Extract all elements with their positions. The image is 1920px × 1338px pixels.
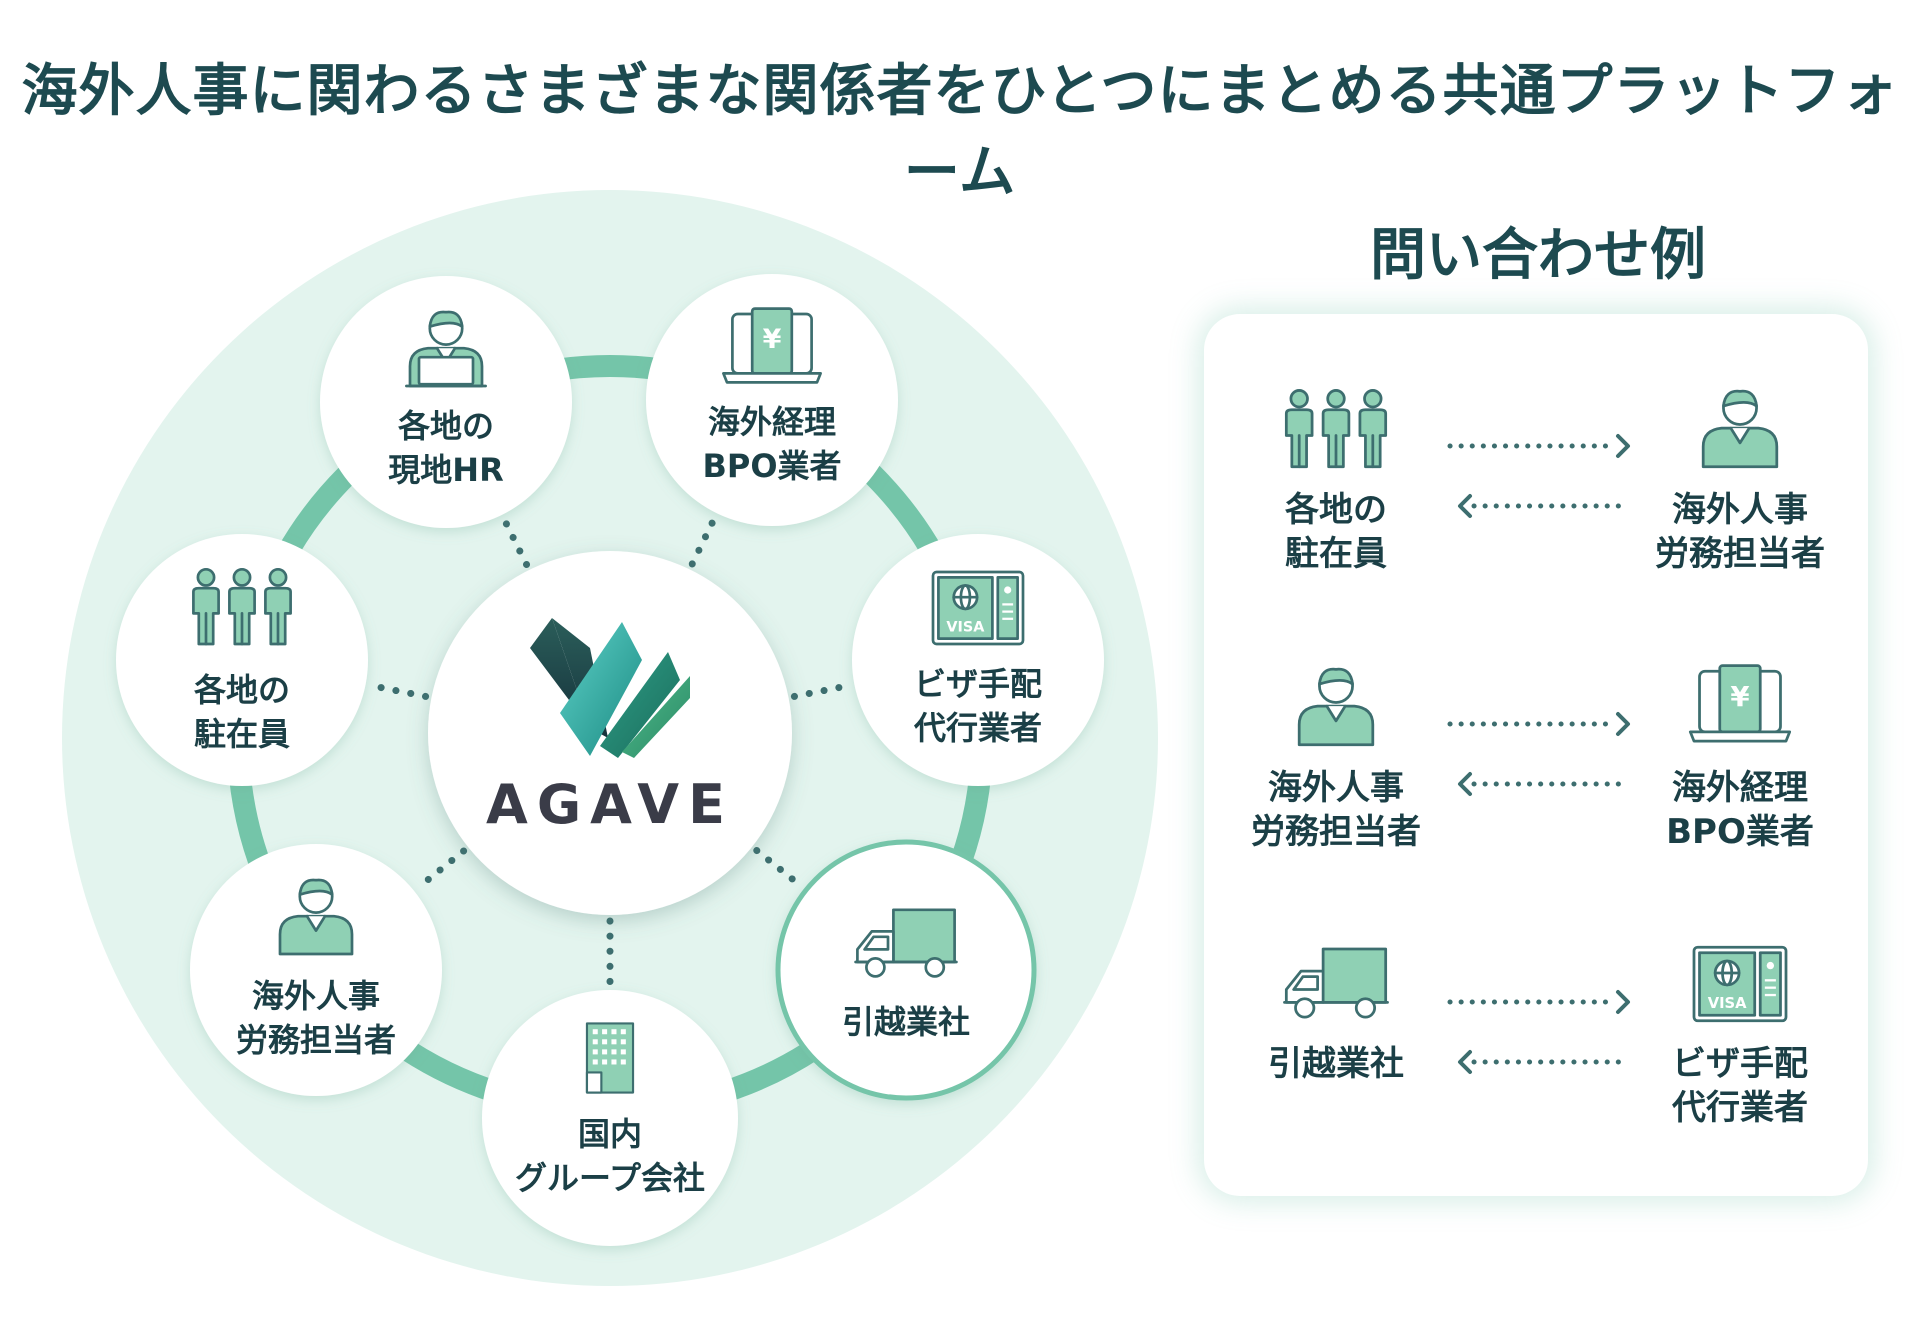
agave-leaf-logo — [530, 618, 690, 758]
visa-glyph: VISA — [946, 619, 985, 635]
node-label-expats: 各地の駐在員 — [193, 671, 291, 753]
inquiry-row1-right-label: 海外人事労務担当者 — [1655, 490, 1825, 574]
laptop-yen-icon: ¥ — [1688, 664, 1792, 743]
people-group-icon — [1284, 389, 1388, 469]
node-circle-domestic-group — [482, 990, 738, 1246]
node-circle-moving — [775, 839, 1037, 1101]
main-title: 海外人事に関わるさまざまな関係者をひとつにまとめる共通プラットフォーム — [21, 59, 1899, 205]
inquiry-row1-left-label: 各地の駐在員 — [1285, 490, 1387, 574]
node-circle-expats — [116, 534, 368, 786]
person-laptop-icon — [405, 310, 487, 388]
spoke-expats — [366, 681, 430, 700]
spoke-hr-labor — [413, 847, 468, 892]
node-label-local-hr: 各地の現地HR — [388, 407, 504, 489]
arrow-left-head-1 — [1458, 494, 1472, 518]
spoke-moving — [753, 847, 807, 891]
agave-center — [428, 551, 792, 915]
satellite-nodes: ¥ VISA — [116, 274, 1104, 1246]
spoke-local-hr — [500, 514, 531, 569]
visa-passport-icon: VISA — [931, 570, 1025, 646]
spoke-visa — [790, 681, 854, 700]
arrow-right-head-3 — [1616, 990, 1630, 1014]
dotted-spokes — [366, 513, 854, 990]
arrow-right-head-2 — [1616, 712, 1630, 736]
yen-glyph: ¥ — [1730, 680, 1749, 713]
arrow-left-head-3 — [1458, 1050, 1472, 1074]
inquiry-arrows — [1447, 434, 1630, 1074]
person-icon — [1701, 389, 1779, 469]
yen-glyph: ¥ — [763, 324, 782, 355]
arrow-right-head-1 — [1616, 434, 1630, 458]
truck-icon — [1283, 947, 1389, 1019]
spoke-bpo — [688, 513, 719, 568]
people-group-icon — [192, 567, 292, 646]
agave-logo-text: AGAVE — [486, 773, 734, 836]
node-label-moving: 引越業社 — [841, 1003, 971, 1041]
node-circle-bpo — [646, 274, 898, 526]
truck-icon — [854, 908, 958, 978]
laptop-yen-icon: ¥ — [722, 307, 822, 384]
node-circle-visa — [852, 534, 1104, 786]
arrow-left-head-2 — [1458, 772, 1472, 796]
building-icon — [585, 1022, 635, 1094]
node-label-domestic-group: 国内グループ会社 — [514, 1115, 706, 1197]
person-icon — [278, 878, 354, 956]
node-circle-local-hr — [320, 276, 572, 528]
node-label-visa: ビザ手配代行業者 — [913, 665, 1043, 747]
inquiry-row3-right-label: ビザ手配代行業者 — [1672, 1044, 1808, 1128]
person-icon — [1297, 667, 1375, 747]
visa-passport-icon: VISA — [1692, 945, 1788, 1023]
inquiry-row2-left-label: 海外人事労務担当者 — [1251, 768, 1421, 852]
inquiry-title: 問い合わせ例 — [1370, 223, 1706, 288]
visa-glyph: VISA — [1708, 995, 1747, 1012]
node-circle-hr-labor — [190, 844, 442, 1096]
inquiry-row3-left-label: 引越業社 — [1268, 1044, 1404, 1084]
node-label-hr-labor: 海外人事労務担当者 — [235, 977, 397, 1059]
